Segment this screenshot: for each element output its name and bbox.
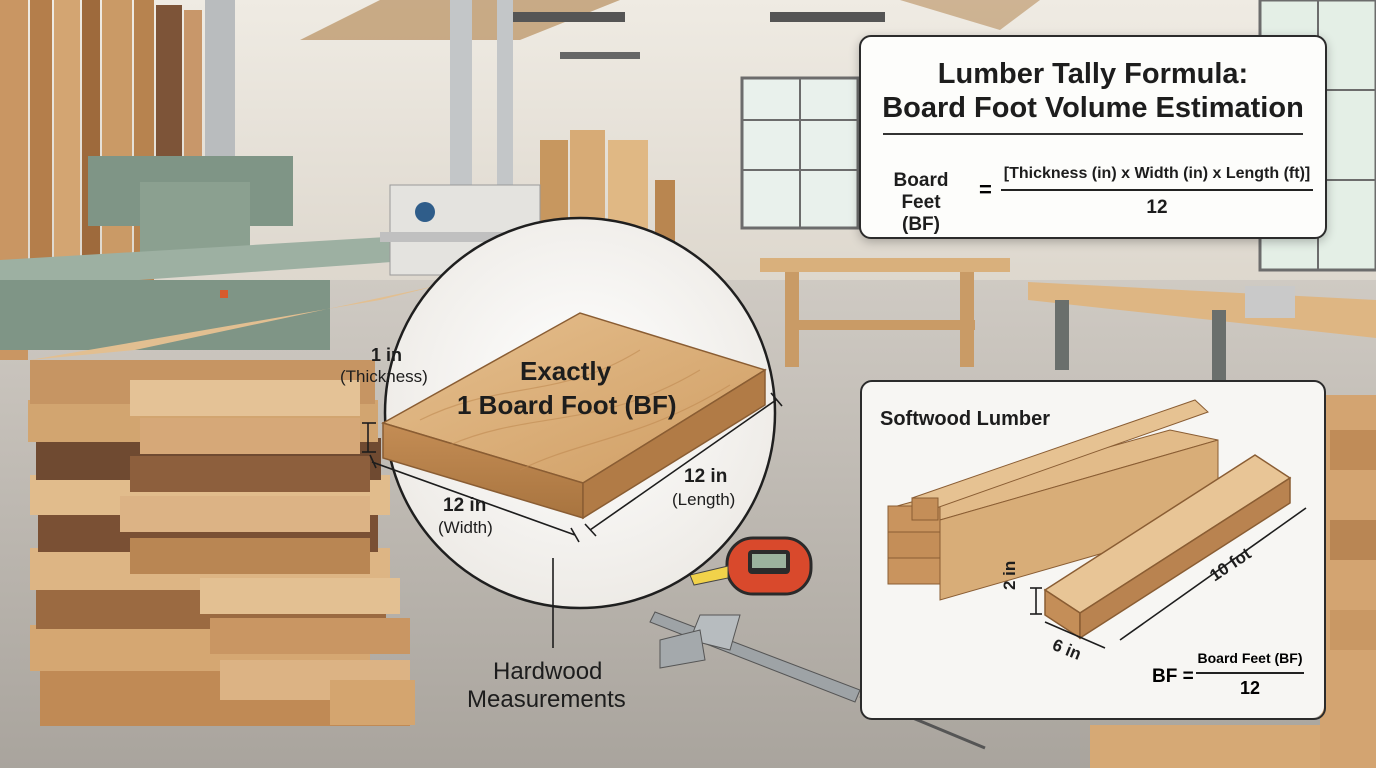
duct-pipe [450, 0, 472, 190]
softwood-featured-board [1043, 454, 1292, 640]
table-saw [0, 156, 420, 350]
workbench-right [1028, 282, 1376, 380]
softwood-panel: Softwood Lumber BF = Board Feet (BF) 12 [860, 380, 1326, 720]
fraction-line [1001, 189, 1313, 191]
formula-denominator: 12 [1146, 197, 1168, 218]
light-fixture [560, 52, 640, 59]
board-feet-label-line2: (BF) [902, 214, 940, 235]
formula-title-line1: Lumber Tally Formula: [937, 58, 1249, 90]
board-feet-label: Board Feet (BF) [873, 170, 969, 236]
hardwood-caption-line1: Hardwood [493, 658, 603, 685]
light-fixture [770, 12, 885, 22]
length-value: 12 in [684, 466, 728, 487]
ceiling-beam-right [900, 0, 1040, 30]
thickness-value: 1 in [371, 345, 403, 365]
width-value: 12 in [443, 495, 487, 516]
formula-panel: Lumber Tally Formula: Board Foot Volume … [859, 35, 1327, 239]
one-bf-heading-line1: Exactly [520, 356, 612, 386]
one-bf-heading-line2: 1 Board Foot (BF) [457, 390, 677, 420]
softwood-thickness-value: 2 in [1000, 560, 1019, 590]
tape-measure-icon [689, 536, 813, 596]
window [740, 76, 860, 230]
light-fixture [510, 12, 625, 22]
softwood-denominator: 12 [1239, 678, 1261, 698]
equals-sign: = [979, 177, 992, 202]
dimension-lines-softwood [1030, 507, 1307, 649]
hardwood-stack [28, 285, 440, 726]
formula-title: Lumber Tally Formula: Board Foot Volume … [861, 57, 1325, 125]
duct-pipe [497, 0, 513, 190]
softwood-fraction-line [1196, 672, 1304, 674]
formula-numerator: [Thickness (in) x Width (in) x Length (f… [1003, 165, 1311, 182]
softwood-title: Softwood Lumber [880, 408, 1050, 430]
width-label: (Width) [438, 518, 493, 537]
length-label: (Length) [672, 490, 736, 509]
board-feet-label-line1: Board Feet [893, 170, 949, 213]
workbench-back [760, 258, 1010, 367]
right-edge-boards [1090, 395, 1376, 768]
dimension-lines-hardwood [362, 392, 783, 648]
formula-title-line2: Board Foot Volume Estimation [882, 92, 1304, 124]
formula-divider [883, 133, 1303, 135]
softwood-bf-label: BF = [1152, 666, 1194, 687]
softwood-board-stack [887, 399, 1219, 601]
thickness-label: (Thickness) [340, 367, 428, 386]
one-board-foot-board [381, 312, 767, 520]
softwood-numerator: Board Feet (BF) [1197, 650, 1303, 666]
hardwood-caption-line2: Measurements [467, 686, 626, 713]
